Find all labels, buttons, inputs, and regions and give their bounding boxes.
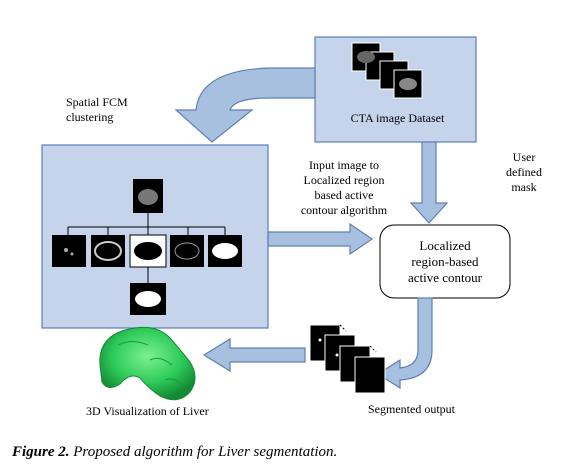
user-mask-line-1: User bbox=[512, 150, 536, 164]
segmented-image-stack-icon bbox=[309, 324, 386, 394]
contour-to-segmented-arrow bbox=[376, 297, 433, 390]
contour-label-line-2: region-based bbox=[411, 254, 479, 269]
figure-caption-label: Figure 2. bbox=[12, 444, 70, 460]
contour-label-line-1: Localized bbox=[419, 238, 471, 253]
figure-caption-text: Proposed algorithm for Liver segmentatio… bbox=[69, 444, 338, 460]
contour-label: Localized region-based active contour bbox=[380, 238, 510, 286]
segmented-to-liver-arrow bbox=[202, 337, 306, 373]
user-mask-line-2: defined bbox=[506, 165, 542, 179]
fcm-label: Spatial FCM clustering bbox=[66, 95, 128, 125]
dataset-to-contour-arrow bbox=[409, 141, 449, 224]
user-mask-note: User defined mask bbox=[496, 150, 552, 195]
segmented-label: Segmented output bbox=[368, 402, 455, 416]
fcm-to-contour-arrow bbox=[267, 222, 374, 256]
dataset-label: CTA image Dataset bbox=[350, 111, 445, 125]
contour-label-line-3: active contour bbox=[408, 270, 482, 285]
input-note-line-3: based active bbox=[314, 188, 374, 202]
dataset-to-fcm-arrow bbox=[174, 67, 316, 143]
figure-caption: Figure 2. Proposed algorithm for Liver s… bbox=[12, 444, 337, 461]
fcm-label-line-2: clustering bbox=[66, 110, 114, 124]
input-note-line-1: Input image to bbox=[309, 158, 379, 172]
contour-box bbox=[379, 224, 511, 299]
input-note: Input image to Localized region based ac… bbox=[288, 158, 400, 218]
fcm-cluster-tree bbox=[52, 179, 242, 315]
dataset-image-stack-icon bbox=[351, 42, 423, 99]
fcm-label-line-1: Spatial FCM bbox=[66, 95, 128, 109]
input-note-line-4: contour algorithm bbox=[300, 203, 388, 217]
user-mask-line-3: mask bbox=[511, 180, 537, 194]
visualization-label: 3D Visualization of Liver bbox=[86, 404, 209, 418]
liver-3d-icon bbox=[99, 326, 196, 401]
input-note-line-2: Localized region bbox=[303, 173, 385, 187]
